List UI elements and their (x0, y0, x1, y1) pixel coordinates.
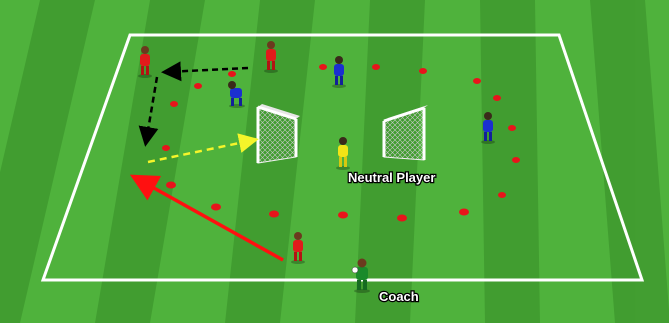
run-arrow-down (138, 76, 159, 147)
neutral-player-label: Neutral Player (348, 170, 435, 185)
cone (493, 95, 501, 101)
neutral-player (336, 137, 350, 170)
player-blue-2 (228, 81, 245, 108)
run-arrow-across (161, 61, 249, 82)
cone (319, 64, 327, 70)
cone (512, 157, 520, 163)
cone (166, 181, 176, 189)
cone (269, 210, 279, 218)
cone (459, 208, 469, 216)
cone (498, 192, 506, 198)
area-boundary (40, 33, 645, 282)
cone (372, 64, 380, 70)
player-red-3 (291, 232, 305, 264)
cone (338, 211, 348, 219)
pass-arrow (129, 174, 284, 262)
coach-label: Coach (379, 289, 419, 304)
cone (473, 78, 481, 84)
cone (508, 125, 516, 131)
ball (351, 266, 359, 274)
cone (194, 83, 202, 89)
cone (170, 101, 178, 107)
cone (162, 145, 170, 151)
cone (397, 214, 407, 222)
player-blue-1 (332, 56, 346, 88)
goal-right (382, 105, 428, 161)
ball-arrow (147, 133, 259, 164)
cone (211, 203, 221, 211)
cone (228, 71, 236, 77)
coach-figure (351, 258, 370, 293)
player-red-1 (138, 46, 152, 78)
cone (419, 68, 427, 74)
player-red-2 (264, 41, 278, 73)
player-blue-3 (481, 112, 495, 144)
cones (162, 64, 520, 222)
goal-left (256, 104, 300, 164)
